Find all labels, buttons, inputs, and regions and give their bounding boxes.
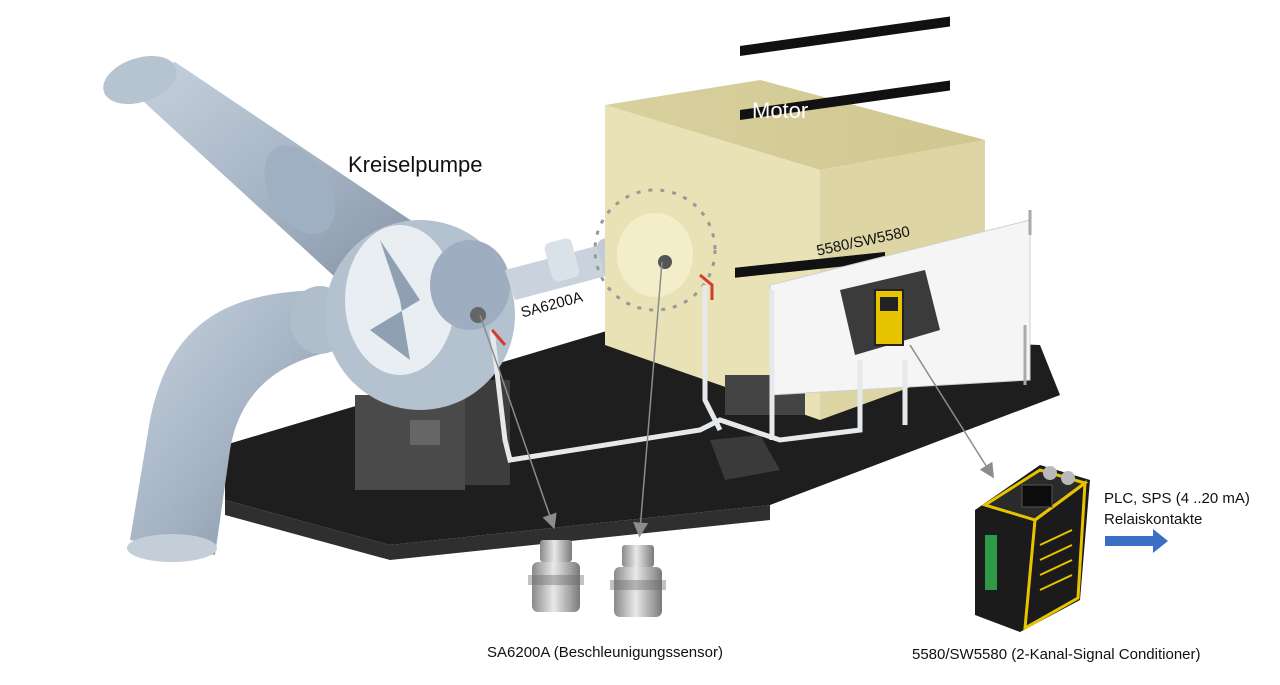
- accelerometer-sensor-1: [528, 540, 584, 612]
- pump-support: [355, 380, 510, 490]
- motor-label: Motor: [752, 98, 809, 123]
- cable-red-markers: [490, 273, 714, 346]
- mounted-conditioner-box: [840, 270, 940, 355]
- conditioner-caption: 5580/SW5580 (2-Kanal-Signal Conditioner): [912, 646, 1201, 663]
- output-label-line2: Relaiskontakte: [1104, 511, 1203, 528]
- callout-pointer-conditioner: [909, 344, 994, 479]
- output-arrow: [1105, 529, 1168, 553]
- sensor-cables: [489, 285, 908, 463]
- callout-pointer-right-sensor: [633, 261, 663, 538]
- signal-conditioner-device: [975, 465, 1090, 632]
- pump-housing: [325, 220, 515, 410]
- accelerometer-sensor-2: [610, 545, 666, 617]
- output-label-line1: PLC, SPS (4 ..20 mA): [1104, 490, 1250, 507]
- callout-pointer-left-sensor: [479, 314, 557, 530]
- inlet-pipe: [103, 56, 440, 300]
- pump-label: Kreiselpumpe: [348, 152, 483, 177]
- sensor-caption: SA6200A (Beschleunigungssensor): [487, 644, 723, 661]
